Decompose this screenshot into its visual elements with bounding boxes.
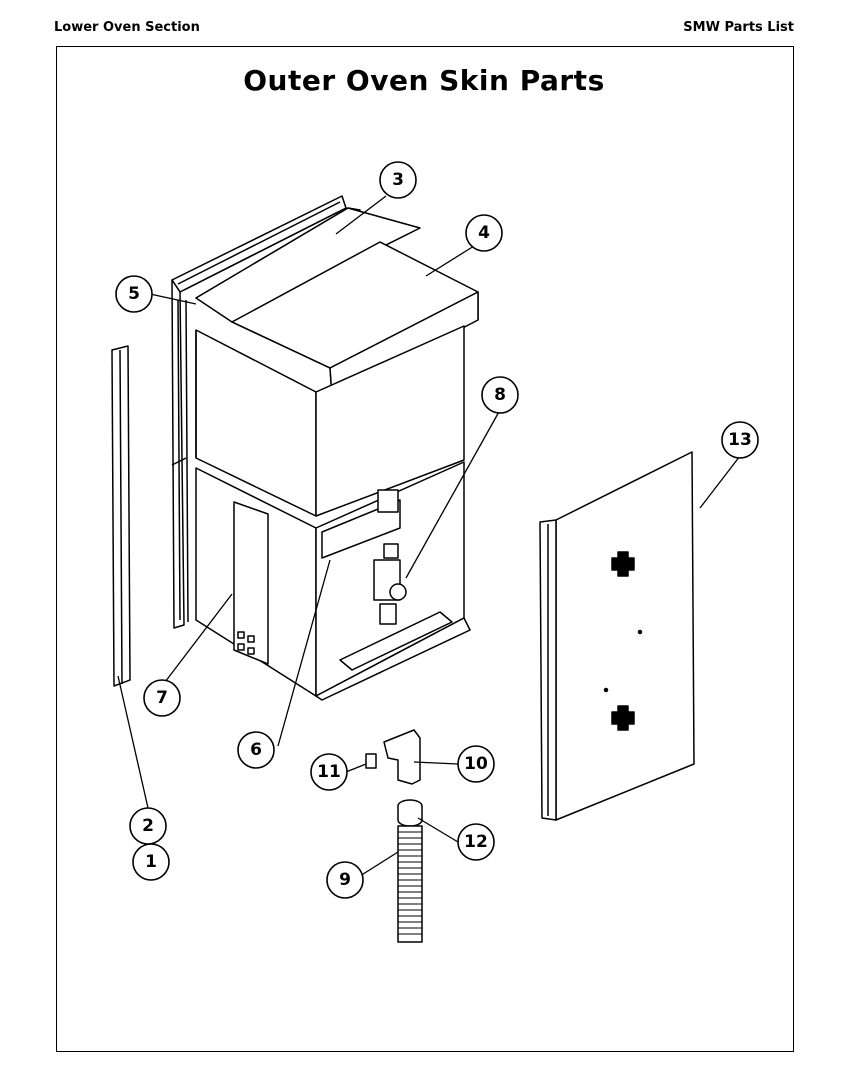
parts-list-label: SMW Parts List <box>683 20 794 35</box>
callout-12: 12 <box>457 823 495 861</box>
svg-text:6: 6 <box>250 740 262 760</box>
svg-text:4: 4 <box>478 223 490 243</box>
svg-text:13: 13 <box>728 430 752 450</box>
svg-text:5: 5 <box>128 284 140 304</box>
oven-cabinet-drawing <box>171 195 479 701</box>
svg-text:1: 1 <box>145 852 157 872</box>
section-label: Lower Oven Section <box>54 20 200 35</box>
small-parts-drawing <box>365 729 423 943</box>
callout-8: 8 <box>481 376 519 414</box>
callout-7: 7 <box>143 679 181 717</box>
callout-5: 5 <box>115 275 153 313</box>
svg-text:3: 3 <box>392 170 404 190</box>
svg-text:12: 12 <box>464 832 488 852</box>
callout-13: 13 <box>721 421 759 459</box>
svg-text:8: 8 <box>494 385 506 405</box>
svg-text:7: 7 <box>156 688 168 708</box>
callout-6: 6 <box>237 731 275 769</box>
svg-text:10: 10 <box>464 754 488 774</box>
diagram-frame <box>56 46 794 1052</box>
side-trim-drawing <box>111 345 131 687</box>
diagram-title: Outer Oven Skin Parts <box>243 64 605 97</box>
callout-11: 11 <box>310 753 348 791</box>
svg-text:9: 9 <box>339 870 351 890</box>
svg-text:2: 2 <box>142 816 154 836</box>
callout-2: 2 <box>129 807 167 845</box>
callout-10: 10 <box>457 745 495 783</box>
callout-4: 4 <box>465 214 503 252</box>
callout-1: 1 <box>132 843 170 881</box>
svg-text:11: 11 <box>317 762 341 782</box>
leader-lines <box>117 195 741 877</box>
callout-9: 9 <box>326 861 364 899</box>
side-panel-drawing <box>539 451 695 821</box>
callout-3: 3 <box>379 161 417 199</box>
